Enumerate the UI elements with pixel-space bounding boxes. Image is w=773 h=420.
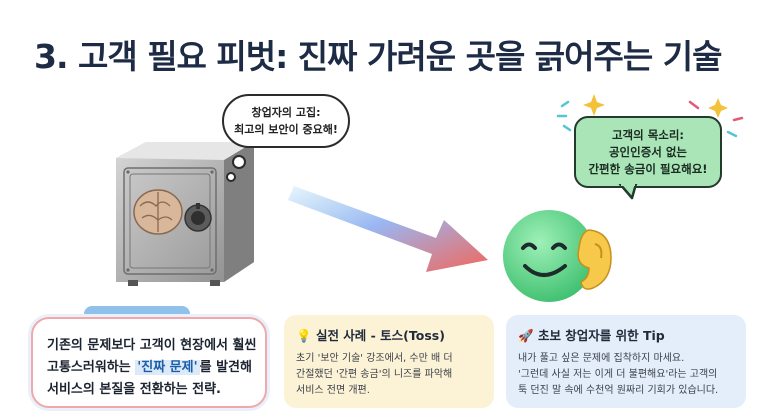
rocket-icon: 🚀 — [518, 328, 534, 343]
sparkle-icon — [556, 94, 744, 138]
ear-icon — [577, 229, 612, 290]
thought-line-2: 최고의 보안이 중요해! — [234, 123, 338, 136]
summary-line-2: 고통스러워하는 '진짜 문제'를 발견해 — [47, 357, 265, 379]
case-study-title: 실전 사례 - 토스(Toss) — [315, 328, 445, 343]
tip-title-row: 🚀 초보 창업자를 위한 Tip — [518, 325, 734, 344]
highlight-real-problem: '진짜 문제' — [135, 360, 200, 375]
customer-speech-bubble: 고객의 목소리: 공인인증서 없는 간편한 송금이 필요해요! — [574, 116, 722, 188]
case-study-line-2: 간절했던 '간편 송금'의 니즈를 파악해 — [296, 369, 453, 380]
pivot-arrow-icon — [288, 186, 488, 272]
summary-card: 기존의 문제보다 고객이 현장에서 훨씬 고통스러워하는 '진짜 문제'를 발견… — [31, 317, 267, 408]
case-study-line-3: 서비스 전면 개편. — [296, 385, 370, 396]
summary-line-3: 서비스의 본질을 전환하는 전략. — [47, 382, 221, 397]
summary-line-1: 기존의 문제보다 고객이 현장에서 훨씬 — [47, 338, 257, 353]
case-study-line-1: 초기 '보안 기술' 강조에서, 수만 배 더 — [296, 353, 453, 364]
summary-line-2-post: 를 발견해 — [199, 360, 252, 375]
case-study-title-row: 💡 실전 사례 - 토스(Toss) — [296, 325, 482, 344]
page-title: 3. 고객 필요 피벗: 진짜 가려운 곳을 긁어주는 기술 — [34, 37, 722, 76]
tip-title: 초보 창업자를 위한 Tip — [537, 328, 665, 343]
tip-card: 🚀 초보 창업자를 위한 Tip 내가 풀고 싶은 문제에 집착하지 마세요. … — [506, 315, 746, 408]
customer-line-3: 간편한 송금이 필요해요! — [588, 162, 708, 176]
brain-icon — [133, 189, 183, 235]
customer-line-2: 공인인증서 없는 — [608, 145, 688, 159]
case-study-card: 💡 실전 사례 - 토스(Toss) 초기 '보안 기술' 강조에서, 수만 배… — [284, 315, 494, 408]
thought-line-1: 창업자의 고집: — [251, 106, 321, 119]
customer-line-1: 고객의 목소리: — [611, 128, 685, 142]
tip-line-1: 내가 풀고 싶은 문제에 집착하지 마세요. — [518, 353, 685, 364]
thought-dot — [232, 155, 246, 169]
smiley-face-icon — [503, 210, 612, 302]
thought-bubble: 창업자의 고집: 최고의 보안이 중요해! — [222, 94, 350, 148]
lightbulb-icon: 💡 — [296, 328, 312, 343]
tip-line-3: 툭 던진 말 속에 수천억 원짜리 기회가 있습니다. — [518, 385, 719, 396]
thought-dot — [226, 172, 236, 182]
dial-icon — [184, 203, 212, 232]
tip-line-2: '그런데 사실 저는 이게 더 불편해요'라는 고객의 — [518, 369, 718, 380]
summary-line-2-pre: 고통스러워하는 — [47, 360, 136, 375]
bubble-tail — [618, 184, 638, 200]
